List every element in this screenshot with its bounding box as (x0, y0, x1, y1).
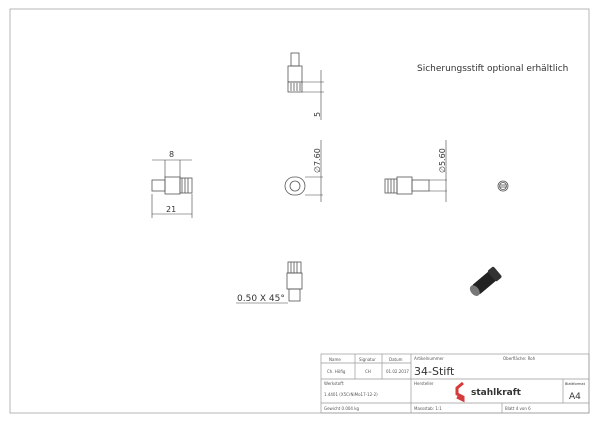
date: 01.02.2017 (386, 369, 409, 374)
dim-5: 5 (313, 112, 322, 117)
sheet-format-label: Blattformat (565, 382, 586, 386)
material: 1.4401 (X5CrNiMo17-12-2) (324, 392, 378, 397)
sheet-number: Blatt 4 von 6 (505, 406, 531, 411)
view-end (497, 180, 509, 192)
title-block: Name Signatur Datum Ch. Höfig CH 01.02.2… (320, 353, 590, 414)
dim-7-60: ∅7.60 (313, 148, 322, 173)
drawing-frame (9, 8, 590, 414)
drawn-by: Ch. Höfig (327, 369, 346, 374)
view-left: 8 21 (151, 150, 193, 218)
sheet-format: A4 (569, 392, 581, 402)
view-top: 5 (287, 52, 324, 120)
article-number: 34-Stift (414, 365, 455, 378)
header-name: Name (329, 357, 341, 362)
stahlkraft-logo: stahlkraft (455, 381, 522, 403)
header-signatur: Signatur (359, 357, 376, 362)
view-right: ∅5.60 (384, 140, 447, 202)
note-text: Sicherungsstift optional erhältlich (417, 64, 568, 74)
iso-render (469, 266, 502, 296)
header-datum: Datum (389, 357, 403, 362)
material-label: Werkstoff: (324, 381, 344, 386)
dim-21: 21 (166, 205, 176, 214)
scale: Massstab: 1:1 (414, 406, 442, 411)
dim-8: 8 (169, 150, 174, 159)
dim-5-60: ∅5.60 (438, 148, 447, 173)
article-label: Artikelnummer (414, 356, 444, 361)
manufacturer-label: Hersteller (414, 381, 434, 386)
signature: CH (365, 369, 371, 374)
dim-chamfer: 0.50 X 45° (237, 294, 285, 304)
weight: Gewicht 0.004 kg (324, 406, 360, 411)
brand-name: stahlkraft (471, 388, 522, 398)
view-bottom: 0.50 X 45° (236, 261, 303, 304)
surface: Oberfläche: Roh (503, 356, 536, 361)
view-front: ∅7.60 (284, 140, 323, 202)
